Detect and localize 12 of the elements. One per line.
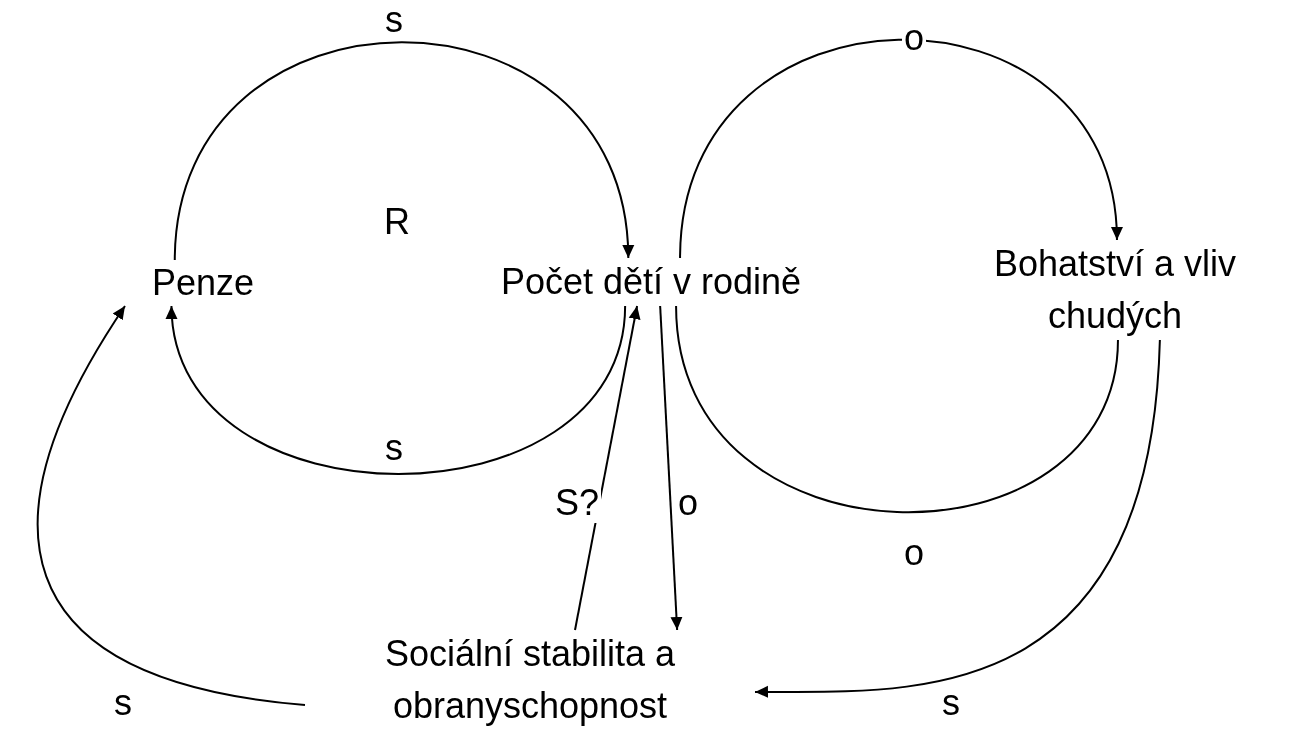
arrow xyxy=(37,305,306,706)
arrow xyxy=(167,305,627,475)
loop-label: R xyxy=(384,202,410,242)
node-label: Počet dětí v rodině xyxy=(500,260,802,304)
arrow xyxy=(679,38,1122,259)
node-label: Penze xyxy=(151,261,255,305)
arrow xyxy=(173,41,633,261)
node-label: Bohatství a vliv chudých xyxy=(992,242,1238,338)
arrow xyxy=(574,305,641,631)
node-label: Sociální stabilita a obranyschopnost xyxy=(383,632,677,728)
arrow xyxy=(754,339,1161,698)
arrow xyxy=(659,305,683,631)
